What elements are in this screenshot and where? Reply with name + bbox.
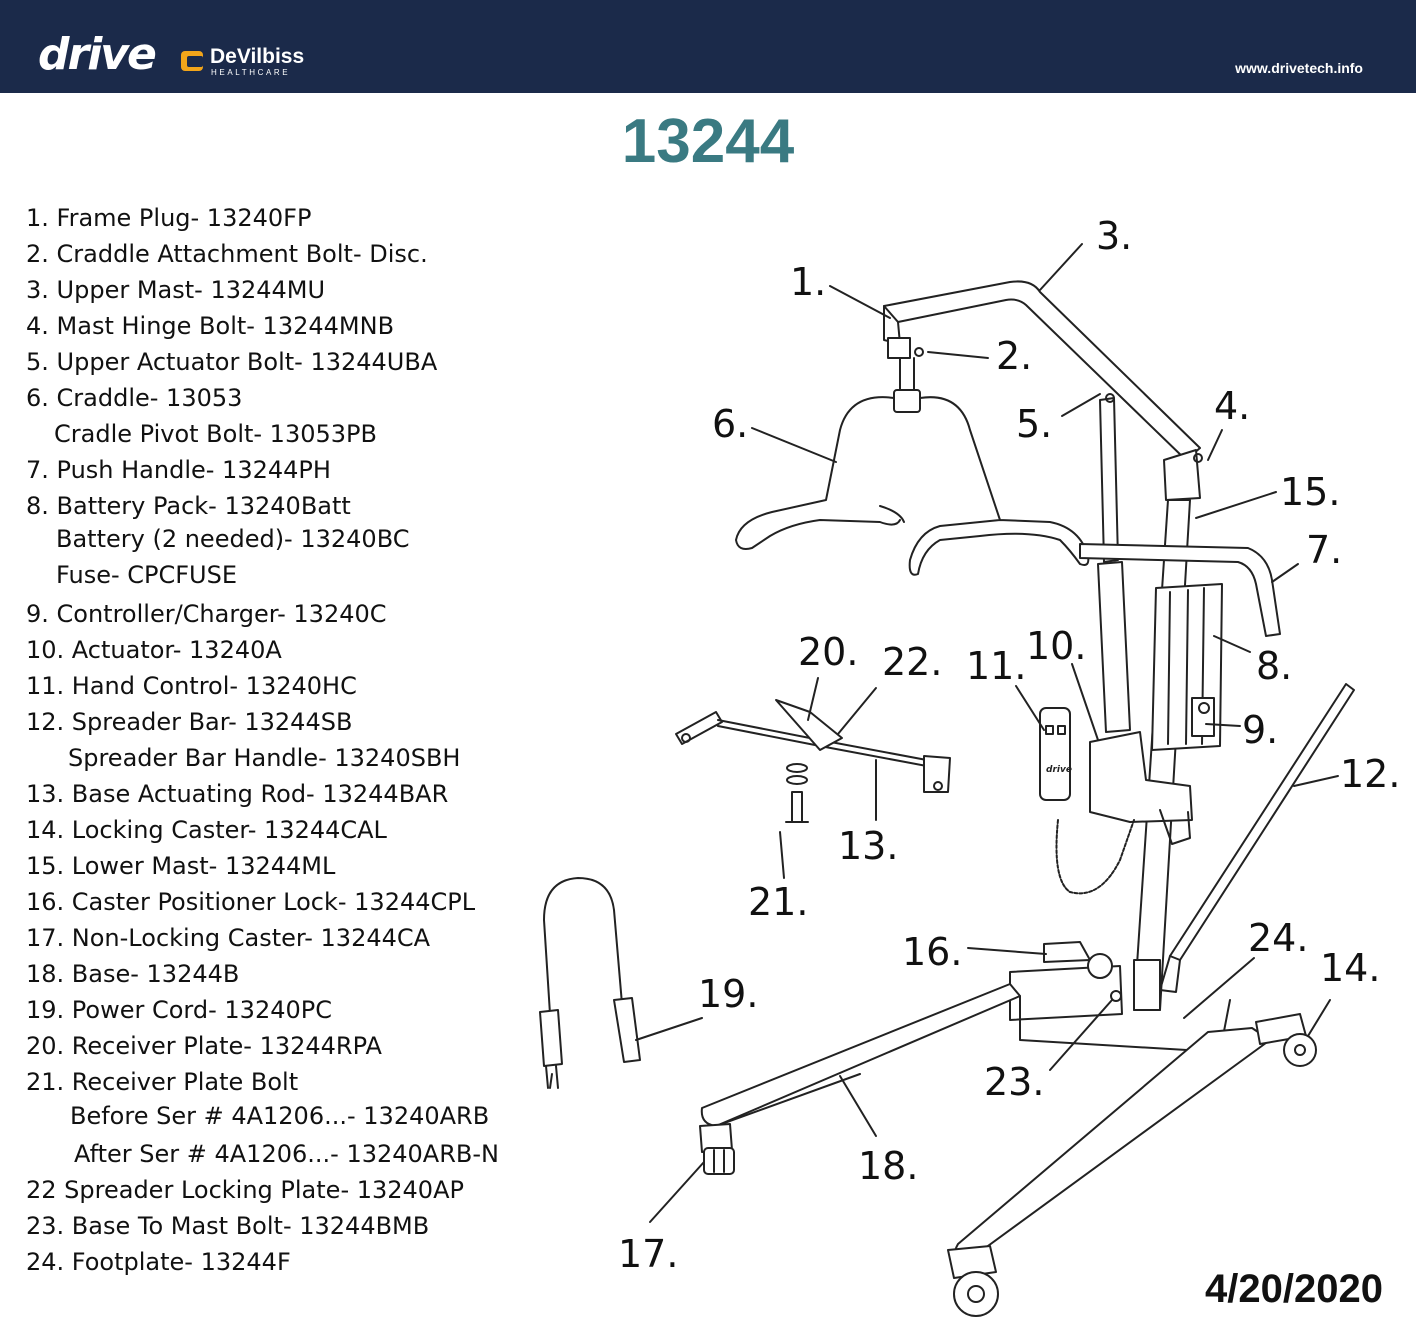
- caster-front-right: [947, 1245, 999, 1317]
- hand-control-logo: drive: [1046, 765, 1072, 775]
- callout-13: 13.: [838, 824, 899, 868]
- callout-11: 11.: [966, 644, 1027, 688]
- callout-16: 16.: [902, 930, 963, 974]
- part-item: 16. Caster Positioner Lock- 13244CPL: [26, 888, 476, 916]
- part-subitem: Fuse- CPCFUSE: [56, 561, 238, 589]
- spreader-bar-handle: [1159, 683, 1355, 993]
- controller-box: [1191, 697, 1215, 737]
- caster-rear-left: [1087, 953, 1113, 979]
- caster-rear-locking: [1255, 1013, 1317, 1067]
- devilbiss-subtitle: HEALTHCARE: [211, 68, 291, 77]
- callout-22: 22.: [882, 640, 943, 684]
- part-item: 21. Receiver Plate Bolt: [26, 1068, 299, 1096]
- part-item: 4. Mast Hinge Bolt- 13244MNB: [26, 312, 395, 340]
- callout-14: 14.: [1320, 946, 1381, 990]
- callout-8: 8.: [1256, 644, 1293, 688]
- power-cord: [539, 877, 641, 1089]
- callout-20: 20.: [798, 630, 859, 674]
- hand-control: drive: [1039, 707, 1135, 895]
- callout-1: 1.: [790, 260, 827, 304]
- part-item: 1. Frame Plug- 13240FP: [26, 204, 312, 232]
- part-item: 14. Locking Caster- 13244CAL: [26, 816, 387, 844]
- part-item: 10. Actuator- 13240A: [26, 636, 282, 664]
- part-subitem: Cradle Pivot Bolt- 13053PB: [54, 420, 377, 448]
- part-item: 7. Push Handle- 13244PH: [26, 456, 331, 484]
- drive-logo: drive: [38, 29, 157, 80]
- header-bar: drive DeVilbiss HEALTHCARE www.drivetech…: [0, 0, 1416, 93]
- devilbiss-name: DeVilbiss: [210, 45, 305, 68]
- spreader-locking-assembly: [675, 699, 951, 823]
- part-item: 18. Base- 13244B: [26, 960, 240, 988]
- part-item: 22 Spreader Locking Plate- 13240AP: [26, 1176, 464, 1204]
- callout-10: 10.: [1026, 624, 1087, 668]
- motor-housing: [1089, 731, 1193, 845]
- part-item: 6. Craddle- 13053: [26, 384, 243, 412]
- part-item: 9. Controller/Charger- 13240C: [26, 600, 387, 628]
- callout-21: 21.: [748, 880, 809, 924]
- part-item: 5. Upper Actuator Bolt- 13244UBA: [26, 348, 438, 376]
- part-subitem: Battery (2 needed)- 13240BC: [56, 525, 410, 553]
- devilbiss-mark-icon: [181, 51, 203, 71]
- callout-9: 9.: [1242, 708, 1279, 752]
- caster-front-left: [699, 1123, 735, 1175]
- revision-date: 4/20/2020: [1205, 1267, 1383, 1311]
- callout-23: 23.: [984, 1060, 1045, 1104]
- part-item: 20. Receiver Plate- 13244RPA: [26, 1032, 382, 1060]
- callout-2: 2.: [996, 334, 1033, 378]
- callout-19: 19.: [698, 972, 759, 1016]
- upper-mast-boom: [883, 280, 1203, 501]
- callout-18: 18.: [858, 1144, 919, 1188]
- page-title: 13244: [621, 107, 795, 176]
- part-item: 8. Battery Pack- 13240Batt: [26, 492, 351, 520]
- callout-3: 3.: [1096, 214, 1133, 258]
- callout-7: 7.: [1306, 528, 1343, 572]
- callout-4: 4.: [1214, 384, 1251, 428]
- part-subitem: Spreader Bar Handle- 13240SBH: [68, 744, 461, 772]
- callout-24: 24.: [1248, 916, 1309, 960]
- part-item: 13. Base Actuating Rod- 13244BAR: [26, 780, 449, 808]
- part-item: 23. Base To Mast Bolt- 13244BMB: [26, 1212, 430, 1240]
- part-item: 12. Spreader Bar- 13244SB: [26, 708, 353, 736]
- part-item: 17. Non-Locking Caster- 13244CA: [26, 924, 431, 952]
- callout-17: 17.: [618, 1232, 679, 1276]
- push-handle: [1079, 543, 1281, 637]
- base-frame: [700, 941, 1271, 1263]
- part-item: 15. Lower Mast- 13244ML: [26, 852, 336, 880]
- actuator: [1097, 393, 1131, 733]
- callout-12: 12.: [1340, 752, 1401, 796]
- callout-leader-lines: [635, 243, 1339, 1223]
- part-item: 2. Craddle Attachment Bolt- Disc.: [26, 240, 428, 268]
- callout-6: 6.: [712, 402, 749, 446]
- cradle: [735, 357, 1090, 576]
- part-item: 11. Hand Control- 13240HC: [26, 672, 357, 700]
- part-subitem: After Ser # 4A1206...- 13240ARB-N: [74, 1140, 499, 1168]
- callout-5: 5.: [1016, 402, 1053, 446]
- part-item: 3. Upper Mast- 13244MU: [26, 276, 326, 304]
- callout-15: 15.: [1280, 470, 1341, 514]
- part-item: 19. Power Cord- 13240PC: [26, 996, 332, 1024]
- part-item: 24. Footplate- 13244F: [26, 1248, 291, 1276]
- part-subitem: Before Ser # 4A1206...- 13240ARB: [70, 1102, 490, 1130]
- website-url[interactable]: www.drivetech.info: [1235, 60, 1363, 76]
